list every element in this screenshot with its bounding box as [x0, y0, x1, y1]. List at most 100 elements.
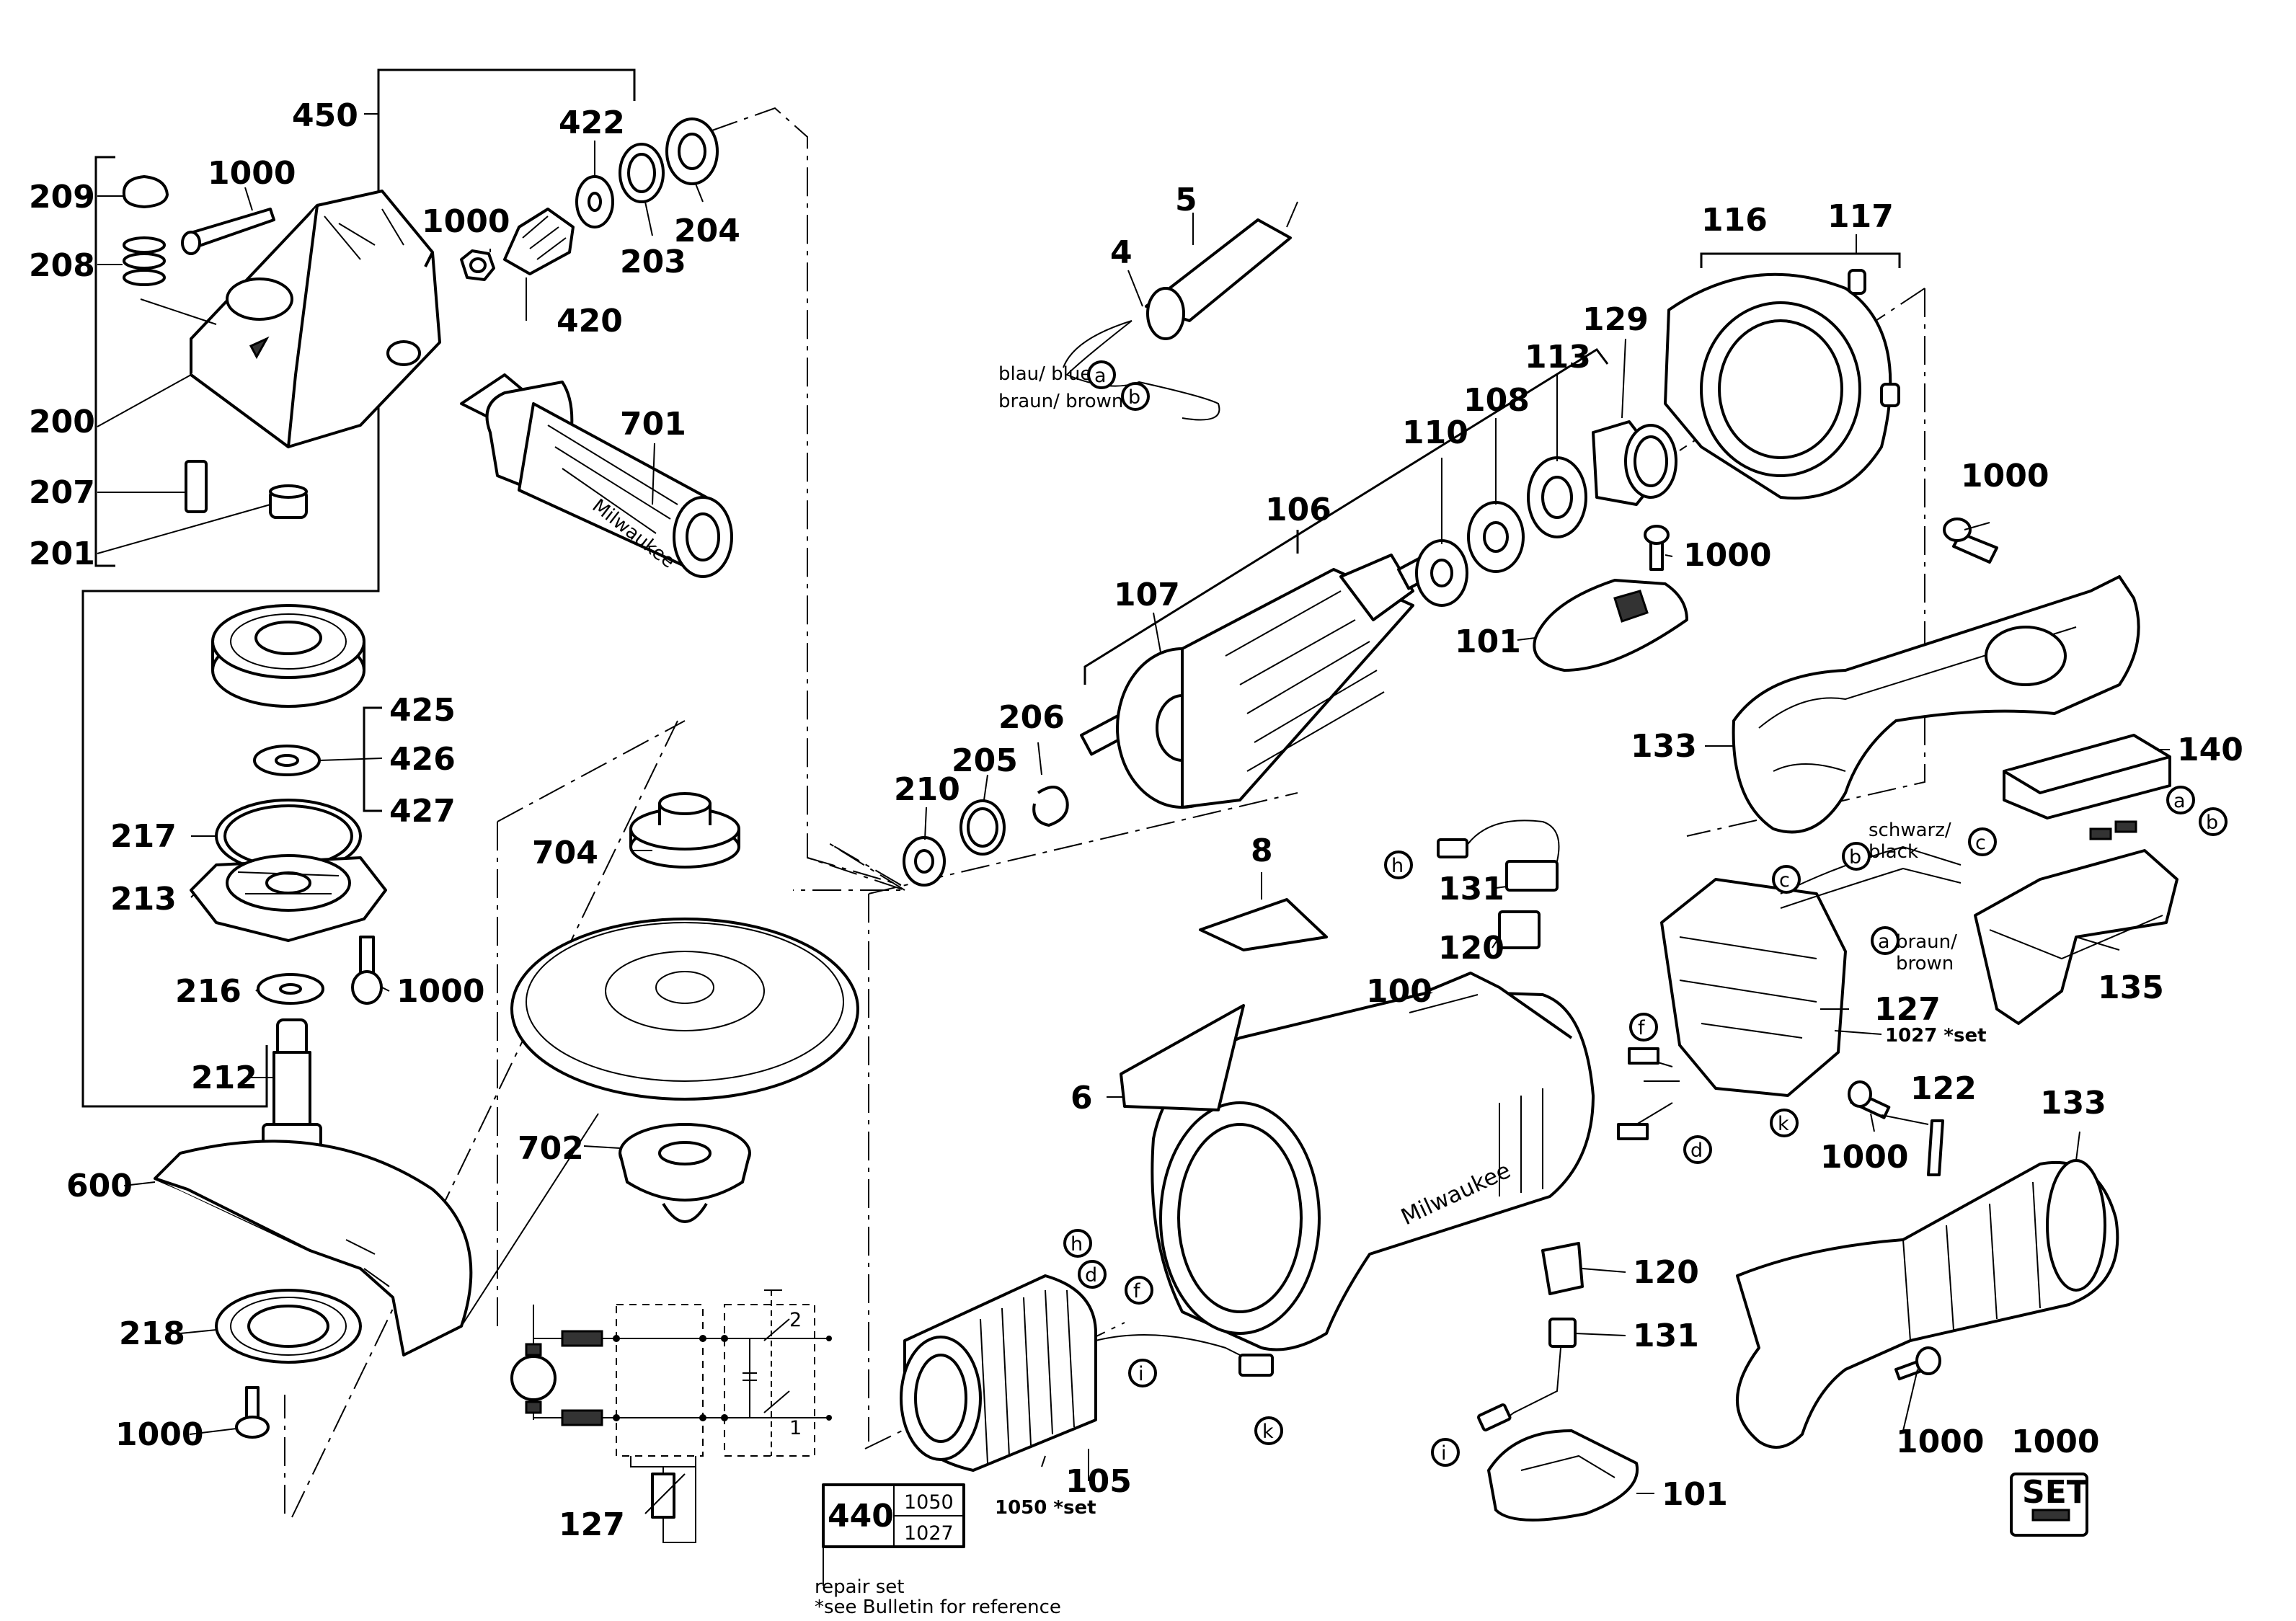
- part-426-washer: [253, 745, 321, 776]
- label-210: 210: [894, 771, 960, 808]
- callout-a-cable: a: [1094, 365, 1107, 387]
- callout-b-switch: b: [2206, 812, 2218, 834]
- label-701: 701: [620, 406, 686, 443]
- label-420: 420: [557, 303, 623, 339]
- part-1000-screw-bottom: [235, 1386, 270, 1439]
- label-1050-set: 1050 *set: [995, 1497, 1096, 1519]
- label-216: 216: [175, 973, 241, 1010]
- callout-b-module: b: [1849, 846, 1861, 869]
- label-133-lower: 133: [2040, 1085, 2106, 1122]
- label-209: 209: [29, 179, 95, 216]
- label-212: 212: [191, 1060, 257, 1096]
- label-1000-lower: 1000: [1820, 1139, 1908, 1176]
- label-1000-handle: 1000: [1961, 458, 2049, 494]
- part-110-bearing: [1415, 539, 1468, 607]
- notes: repair set *see Bulletin for reference: [815, 1547, 1061, 1618]
- part-5-cable-sleeve: [1145, 201, 1298, 340]
- part-8-label: [1199, 898, 1328, 951]
- label-702: 702: [518, 1130, 584, 1167]
- callout-a-module: a: [1878, 931, 1890, 953]
- bracket-gear-group: [81, 198, 380, 1108]
- callout-i-lower: i: [1441, 1442, 1447, 1465]
- label-129: 129: [1582, 301, 1649, 338]
- set-icon-label: SET: [2022, 1474, 2088, 1511]
- label-107: 107: [1114, 577, 1180, 613]
- bracket-106: [1083, 348, 1609, 685]
- part-grinding-disc: [510, 918, 859, 1101]
- part-1000-screw-flange: [351, 936, 383, 1005]
- label-208: 208: [29, 247, 95, 284]
- part-704-flange-nut: [629, 792, 740, 869]
- part-bevel-gear: [211, 604, 365, 708]
- part-422-washer: [575, 175, 614, 228]
- label-120-lower: 120: [1633, 1254, 1699, 1291]
- part-701-side-handle: Milwaukee: [460, 373, 733, 578]
- label-1050: 1050: [904, 1491, 954, 1514]
- bracket-200: [94, 156, 115, 567]
- part-210-washer: [903, 836, 946, 887]
- label-205: 205: [952, 742, 1018, 779]
- label-101-upper: 101: [1455, 623, 1521, 660]
- part-209-cap: [122, 175, 169, 208]
- part-203-ring: [619, 143, 665, 203]
- part-4-cable-clamp: [1063, 320, 1220, 421]
- label-1000-set: 1000: [2011, 1424, 2099, 1460]
- part-120-brush-upper: [1498, 910, 1541, 949]
- label-108: 108: [1463, 382, 1530, 419]
- part-133-handle-half-upper: [1732, 575, 2140, 834]
- bracket-116: [1700, 252, 1901, 268]
- part-127-electronics-module: [1617, 845, 1962, 1140]
- part-200-gear-housing: [190, 190, 441, 448]
- callout-c-module: c: [1779, 869, 1790, 892]
- label-218: 218: [119, 1315, 185, 1352]
- label-106: 106: [1265, 492, 1331, 528]
- part-101-cover: [1533, 579, 1688, 672]
- wire-brown2-label-de: braun/: [1896, 931, 1957, 953]
- part-133-handle-half-lower: [1736, 1159, 2119, 1449]
- part-113-fan-baffle: [1527, 456, 1587, 538]
- callout-h-connector: h: [1391, 855, 1404, 877]
- wire-black-label-en: black: [1869, 841, 1918, 863]
- part-420-pinion: [503, 208, 575, 275]
- part-107-armature: [1080, 549, 1445, 809]
- part-204-bearing: [665, 117, 719, 185]
- label-131-lower: 131: [1633, 1318, 1699, 1354]
- label-425: 425: [389, 692, 456, 729]
- label-600: 600: [66, 1168, 133, 1204]
- repair-set-table[interactable]: [822, 1483, 965, 1548]
- part-105-field-stator: [900, 1274, 1274, 1472]
- label-1000-lower-handle: 1000: [1896, 1424, 1984, 1460]
- callouts: a b a b c c b a f k d h h d f i k i: [1063, 360, 2228, 1467]
- label-105: 105: [1065, 1463, 1132, 1500]
- callout-k-module: k: [1778, 1113, 1789, 1135]
- part-208-spring: [123, 236, 166, 286]
- label-213: 213: [110, 881, 177, 918]
- wire-brown-label: braun/ brown: [998, 391, 1123, 412]
- label-113: 113: [1525, 339, 1591, 376]
- part-205-ring: [959, 799, 1006, 856]
- label-116: 116: [1701, 202, 1768, 239]
- label-1000-flange: 1000: [396, 973, 484, 1010]
- label-117: 117: [1827, 198, 1894, 235]
- label-110: 110: [1402, 414, 1468, 451]
- label-427: 427: [389, 793, 456, 830]
- label-217: 217: [110, 818, 177, 855]
- callout-d-module: d: [1690, 1140, 1703, 1162]
- callout-c-switch: c: [1975, 832, 1986, 854]
- label-1000-top: 1000: [208, 155, 296, 192]
- label-127-schematic: 127: [559, 1506, 625, 1543]
- label-440: 440: [828, 1498, 894, 1535]
- callout-a-switch: a: [2173, 790, 2186, 812]
- part-116-brush-cover: [1664, 272, 1892, 500]
- label-203: 203: [620, 244, 686, 280]
- callout-b-cable: b: [1128, 386, 1140, 409]
- callout-i-stator: i: [1138, 1363, 1144, 1385]
- part-1000-screw-top: [181, 208, 275, 255]
- part-206-circlip: [1032, 786, 1069, 827]
- part-1000-screw-handle: [1943, 518, 1998, 564]
- wire-brown2-label-en: brown: [1896, 953, 1954, 974]
- label-1027-set: 1027 *set: [1885, 1025, 1987, 1047]
- part-1000-nut: [460, 249, 495, 281]
- label-1000-bottom: 1000: [115, 1416, 203, 1453]
- label-450: 450: [292, 97, 358, 134]
